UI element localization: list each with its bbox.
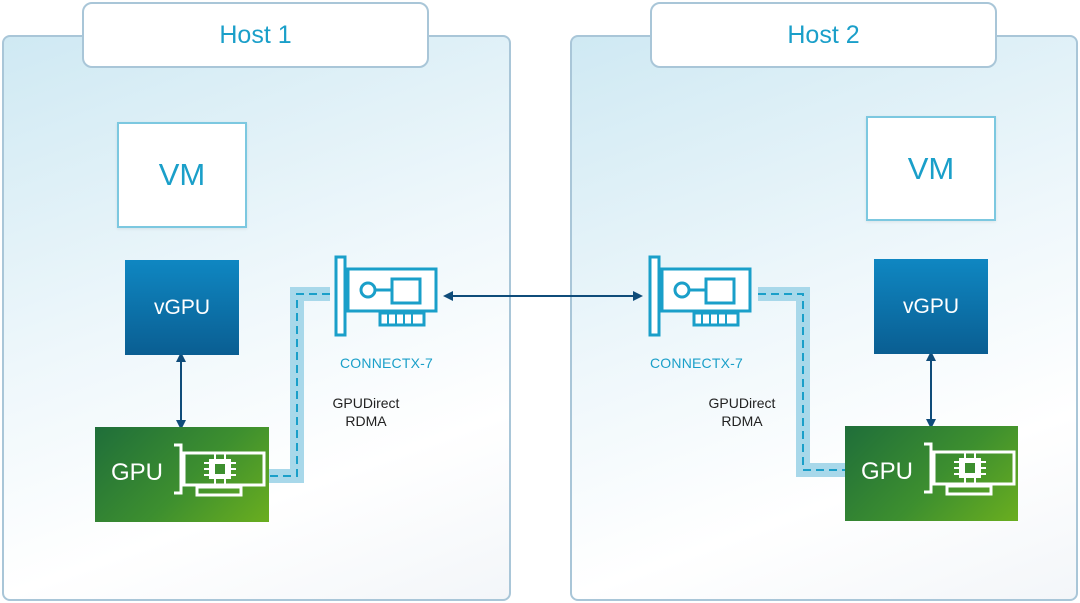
host-2-title: Host 2 (650, 2, 997, 68)
host-1-rdma-line2: RDMA (345, 413, 387, 429)
host-1-vm-box: VM (117, 122, 247, 228)
host-1-rdma-label: GPUDirect RDMA (326, 394, 406, 430)
host-2-rdma-line1: GPUDirect (708, 395, 776, 411)
host-2-gpu-box: GPU (845, 426, 1018, 521)
host-1-vgpu-box: vGPU (125, 260, 239, 355)
gpu-card-icon (174, 443, 266, 497)
host-1-rdma-path (268, 287, 330, 483)
host-1-nic-label: CONNECTX-7 (340, 355, 434, 371)
host-2-rdma-label: GPUDirect RDMA (702, 394, 782, 430)
host-1-gpu-label: GPU (111, 459, 164, 486)
host-1-title: Host 1 (82, 2, 429, 68)
network-card-icon (334, 255, 438, 337)
network-card-icon (648, 255, 752, 337)
host-1-rdma-line1: GPUDirect (332, 395, 400, 411)
host-2-rdma-line2: RDMA (721, 413, 763, 429)
host-2-nic-label: CONNECTX-7 (650, 355, 744, 371)
gpu-card-icon (924, 442, 1016, 496)
host-1-gpu-box: GPU (95, 427, 269, 522)
host-2-vgpu-box: vGPU (874, 259, 988, 354)
host-2-rdma-path (758, 287, 846, 477)
host-2-gpu-label: GPU (861, 458, 914, 485)
host-2-vm-box: VM (866, 116, 996, 221)
